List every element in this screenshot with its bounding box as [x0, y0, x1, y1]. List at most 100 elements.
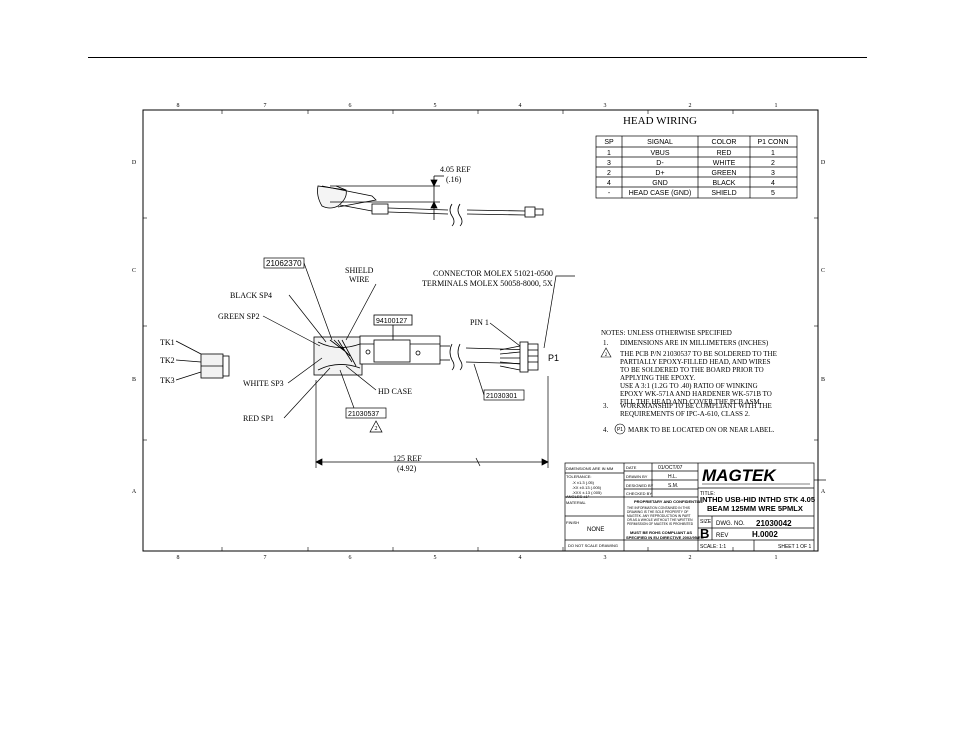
tb-title-line2: BEAM 125MM WRE 5PMLX	[707, 504, 803, 513]
zone-column-label: 3	[604, 103, 607, 109]
zone-row-label: D	[132, 160, 137, 166]
callout-cable-part: 21030301	[486, 393, 517, 400]
tb-dims-label: DIMENSIONS ARE IN MM	[566, 466, 613, 471]
table-cell: D+	[655, 170, 664, 177]
table-cell: 1	[771, 150, 775, 157]
callout-red-sp1: RED SP1	[243, 414, 274, 423]
zone-row-label: B	[821, 377, 825, 383]
zone-row-label: B	[132, 377, 136, 383]
table-cell: -	[608, 190, 611, 197]
zone-column-label: 7	[264, 103, 267, 109]
tb-proprietary-title: PROPRIETARY AND CONFIDENTIAL	[634, 499, 703, 504]
zone-column-label: 4	[519, 555, 522, 561]
note-2-line: EPOXY WK-571A AND HARDENER WK-571B TO	[620, 390, 772, 398]
tb-size-value: B	[700, 526, 709, 541]
table-cell: GND	[652, 180, 668, 187]
table-cell: 4	[771, 180, 775, 187]
zone-column-label: 4	[519, 103, 522, 109]
note-2-line: FILL THE HEAD AND COVER THE PCB ASM.	[620, 398, 762, 406]
callout-tk3: TK3	[160, 376, 175, 385]
note-4-number: 4.	[603, 426, 609, 434]
tb-tol-line: .XXX ±.13 (.005)	[572, 490, 602, 495]
table-header-sp: SP	[604, 139, 614, 146]
table-cell: 2	[771, 160, 775, 167]
callout-tk1: TK1	[160, 338, 175, 347]
callout-head-part: 21062370	[266, 259, 302, 268]
title-block	[564, 462, 826, 552]
zone-column-label: 6	[349, 555, 352, 561]
zone-column-label: 5	[434, 103, 437, 109]
ref-dimension-in: (.16)	[446, 175, 462, 184]
page-top-rule	[88, 57, 867, 58]
tb-title-line1: INTHD USB-HID INTHD STK 4.05	[700, 495, 815, 504]
tb-proprietary-line: OR AS A WHOLE WITHOUT THE WRITTEN	[627, 518, 693, 522]
table-cell: 3	[771, 170, 775, 177]
callout-hd-case: HD CASE	[378, 387, 412, 396]
note-4-line: MARK TO BE LOCATED ON OR NEAR LABEL.	[628, 426, 775, 434]
table-cell: SHIELD	[711, 190, 736, 197]
callout-green-sp2: GREEN SP2	[218, 312, 260, 321]
table-cell: 5	[771, 190, 775, 197]
callout-p1: P1	[548, 353, 559, 363]
tb-tolerance-label: TOLERANCE:	[566, 474, 592, 479]
table-cell: 4	[607, 180, 611, 187]
tb-rohs-line: SPECIFIED IN EU DIRECTIVE 2002/95/EC	[626, 535, 704, 540]
head-side-view	[317, 175, 544, 227]
sheet-border	[142, 109, 819, 552]
zone-column-label: 3	[604, 555, 607, 561]
tb-tol-line: .XX ±0.13 (.005)	[572, 485, 602, 490]
callout-note-flag: 2	[375, 426, 378, 432]
zone-ticks	[143, 110, 818, 551]
head-end-view	[175, 340, 230, 381]
note-3-line: WORKMANSHIP TO BE COMPLIANT WITH THE	[620, 402, 772, 410]
callout-label-part: 94100127	[376, 318, 407, 325]
tb-tol-line: ANGLES ±1°	[566, 494, 590, 499]
note-2-line: TO BE SOLDERED TO THE BOARD PRIOR TO	[620, 366, 764, 374]
tb-drawn-label: DRAWN BY	[626, 474, 648, 479]
tb-title-label: TITLE:	[700, 491, 715, 497]
table-cell: RED	[717, 150, 732, 157]
tb-checked-label: CHECKED BY	[626, 491, 652, 496]
zone-row-label: A	[821, 489, 826, 495]
leader-lines	[262, 257, 575, 468]
zone-column-label: 7	[264, 555, 267, 561]
tb-designed-label: DESIGNED BY	[626, 483, 654, 488]
note-1-line: DIMENSIONS ARE IN MILLIMETERS (INCHES)	[620, 339, 769, 347]
notes-header: NOTES: UNLESS OTHERWISE SPECIFIED	[601, 329, 732, 337]
tb-dwg-value: 21030042	[756, 519, 792, 528]
tb-rev-label: REV	[716, 533, 728, 539]
table-cell: 3	[607, 160, 611, 167]
tb-sheet: SHEET 1 OF 1	[778, 544, 811, 550]
tb-do-not-scale: DO NOT SCALE DRAWING	[568, 543, 618, 548]
head-wiring-title: HEAD WIRING	[623, 115, 697, 127]
zone-column-label: 5	[434, 555, 437, 561]
table-header-signal: SIGNAL	[647, 139, 673, 146]
tb-date-label: DATE	[626, 465, 637, 470]
length-dimension-in: (4.92)	[397, 464, 417, 473]
zone-column-label: 1	[775, 555, 778, 561]
note-1-number: 1.	[603, 339, 609, 347]
zone-column-label: 8	[177, 555, 180, 561]
assembly-main-view	[313, 314, 539, 376]
tb-finish-value: NONE	[587, 527, 604, 533]
zone-column-label: 1	[775, 103, 778, 109]
note-3-number: 3.	[603, 402, 609, 410]
tb-proprietary-line: PERMISSION OF MAGTEK IS PROHIBITED	[627, 522, 694, 526]
table-header-p1conn: P1 CONN	[757, 139, 788, 146]
note-4-symbol: P1	[617, 427, 623, 433]
tb-rohs-line: MUST BE ROHS COMPLIANT AS	[630, 530, 692, 535]
tb-finish-label: FINISH	[566, 520, 579, 525]
zone-row-label: D	[821, 160, 826, 166]
head-wiring-table	[595, 135, 798, 199]
zone-row-label: A	[132, 489, 137, 495]
note-2-line: PARTIALLY EPOXY-FILLED HEAD, AND WIRES	[620, 358, 771, 366]
note-2-triangle	[600, 347, 612, 358]
tb-proprietary-line: DRAWING IS THE SOLE PROPERTY OF	[627, 510, 688, 514]
table-header-color: COLOR	[712, 139, 737, 146]
callout-pin1: PIN 1	[470, 318, 489, 327]
length-dimension-mm: 125 REF	[393, 454, 422, 463]
